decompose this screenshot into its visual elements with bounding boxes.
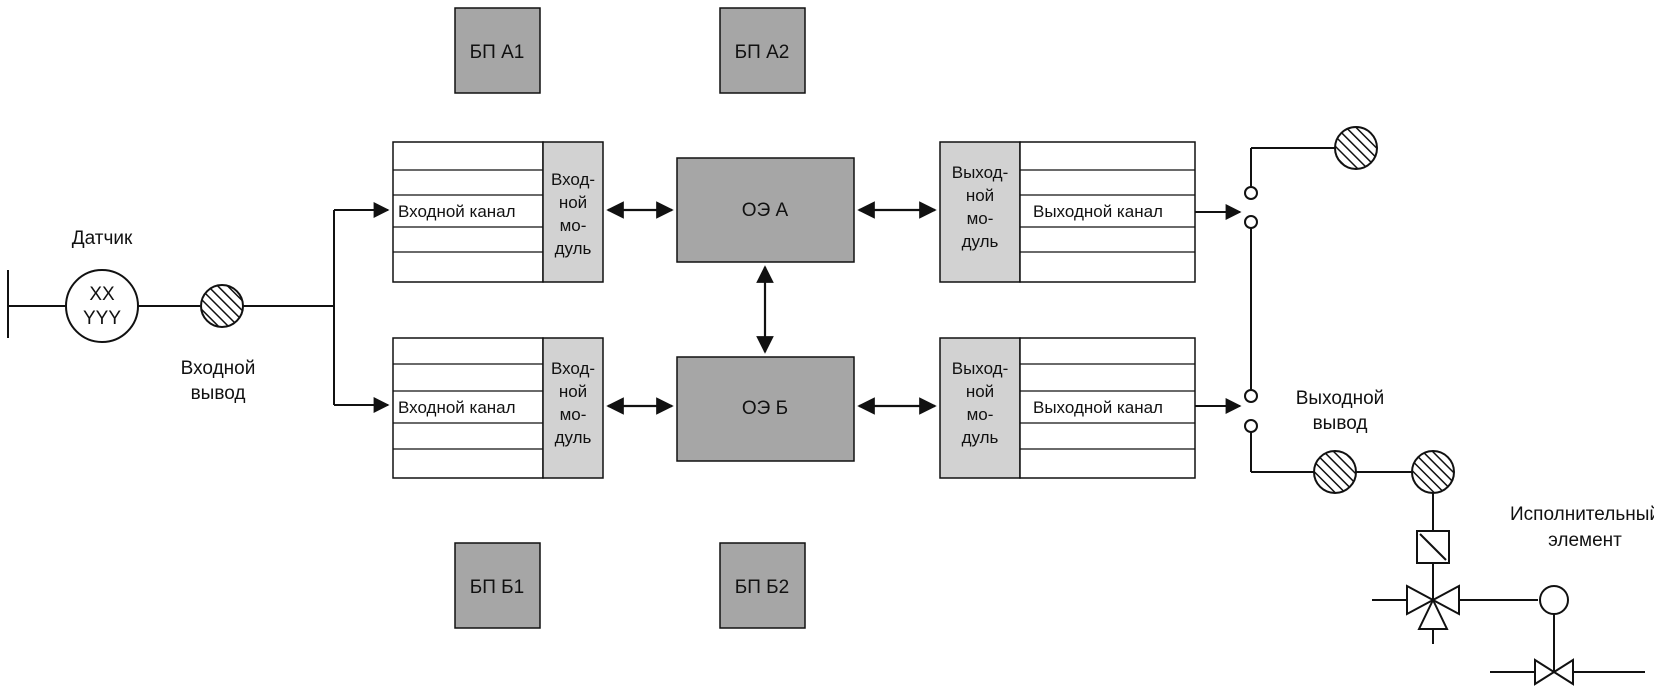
power-supply-b1-label: БП Б1 (470, 577, 524, 598)
output-terminal-label-line2: вывод (1313, 413, 1368, 434)
actuator-terminal-hatched-circle-icon (1411, 450, 1455, 494)
input-terminal-label-line1: Входной (181, 358, 256, 379)
sensor: XX YYY Датчик (7, 228, 139, 343)
data-links (606, 201, 937, 415)
sensor-line1: XX (89, 284, 115, 305)
input-module-b-line1: Вход- (551, 359, 595, 378)
output-module-b-line3: мо- (967, 405, 994, 424)
three-way-valve-icon (1406, 584, 1460, 630)
power-supply-a1: БП А1 (454, 7, 541, 94)
output-wiring: Выходной вывод (1195, 126, 1455, 494)
input-module-b: Входной канал Вход- ной мо- дуль (392, 337, 604, 479)
processor-a-label: ОЭ А (742, 200, 789, 221)
output-module-a-line1: Выход- (952, 163, 1009, 182)
output-module-a-line3: мо- (967, 209, 994, 228)
input-wiring: Входной вывод (138, 202, 390, 413)
input-module-a-line3: мо- (560, 216, 587, 235)
sensor-line2: YYY (83, 308, 121, 329)
input-channel-a-label: Входной канал (398, 202, 516, 221)
output-module-b: Выход- ной мо- дуль Выходной канал (939, 337, 1196, 479)
input-module-a-line1: Вход- (551, 170, 595, 189)
valve-gauge-circle (1539, 585, 1569, 615)
power-supply-a2-label: БП А2 (735, 42, 790, 63)
power-supply-b1: БП Б1 (454, 542, 541, 629)
input-module-a: Входной канал Вход- ной мо- дуль (392, 141, 604, 283)
power-supply-b2-label: БП Б2 (735, 577, 789, 598)
input-module-a-line4: дуль (555, 239, 592, 258)
input-module-b-line3: мо- (560, 405, 587, 424)
output-module-b-line4: дуль (962, 428, 999, 447)
input-module-b-line4: дуль (555, 428, 592, 447)
output-terminal-top-hatched-circle-icon (1334, 126, 1378, 170)
processor-b: ОЭ Б (676, 356, 855, 462)
power-supply-a1-label: БП А1 (470, 42, 525, 63)
output-module-a-line4: дуль (962, 232, 999, 251)
output-module-b-line2: ной (966, 382, 994, 401)
sensor-caption: Датчик (72, 228, 133, 249)
actuator-label-line1: Исполнительный (1510, 504, 1654, 525)
power-supply-b2: БП Б2 (719, 542, 806, 629)
input-terminal-hatched-circle-icon (200, 284, 244, 328)
actuator-assembly (1372, 493, 1645, 686)
output-channel-b-label: Выходной канал (1033, 398, 1163, 417)
processor-a: ОЭ А (676, 157, 855, 263)
output-channel-a-label: Выходной канал (1033, 202, 1163, 221)
output-module-a-line2: ной (966, 186, 994, 205)
power-supply-a2: БП А2 (719, 7, 806, 94)
output-module-b-line1: Выход- (952, 359, 1009, 378)
input-module-a-line2: ной (559, 193, 587, 212)
output-module-a: Выход- ной мо- дуль Выходной канал (939, 141, 1196, 283)
actuator-label-line2: элемент (1548, 530, 1622, 551)
input-terminal-label-line2: вывод (191, 383, 246, 404)
input-channel-b-label: Входной канал (398, 398, 516, 417)
output-terminal-bottom-hatched-circle-icon (1313, 450, 1357, 494)
output-terminal-label-line1: Выходной (1296, 388, 1385, 409)
input-module-b-line2: ной (559, 382, 587, 401)
processor-b-label: ОЭ Б (742, 398, 788, 419)
